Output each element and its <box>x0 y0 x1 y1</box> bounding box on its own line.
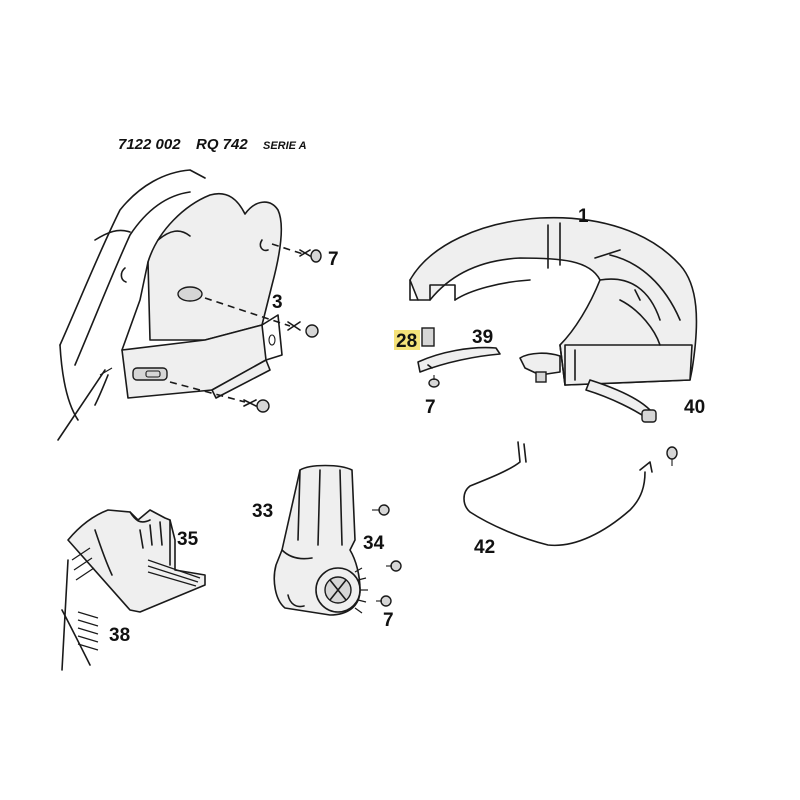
header-series: SERIE A <box>263 140 307 152</box>
callout-35: 35 <box>177 529 199 550</box>
screw-bottom <box>169 381 270 413</box>
callout-34: 34 <box>363 533 385 554</box>
callout-39: 39 <box>472 327 493 348</box>
guard-assembly <box>409 216 698 386</box>
lower-housing <box>61 509 206 671</box>
highlight-28 <box>394 330 420 350</box>
callout-7-mid: 7 <box>425 397 436 418</box>
gear-screws <box>372 504 402 607</box>
part-39-clip <box>417 346 501 388</box>
part-40-rail <box>585 379 657 423</box>
callout-28: 28 <box>396 331 417 352</box>
hinge-piece <box>519 352 561 383</box>
callout-33: 33 <box>252 501 273 522</box>
callout-1: 1 <box>578 206 589 227</box>
header-part-code: 7122 002 <box>118 136 181 153</box>
motor-housing-assembly <box>57 169 283 441</box>
callout-3: 3 <box>272 292 283 313</box>
callout-40: 40 <box>684 397 705 418</box>
callout-7-bottom: 7 <box>383 610 394 631</box>
part-28-block <box>421 327 435 347</box>
header-model: RQ 742 <box>196 136 248 153</box>
callout-7-top: 7 <box>328 249 339 270</box>
callout-42: 42 <box>474 537 495 558</box>
screw-mid <box>204 297 319 338</box>
screw-top <box>271 243 322 263</box>
callout-38: 38 <box>109 625 130 646</box>
gear-housing <box>273 464 368 616</box>
diagram-header: 7122 002 RQ 742 SERIE A <box>118 136 307 153</box>
callout-labels: 1 3 7 7 7 28 39 40 42 33 34 35 38 <box>109 206 705 646</box>
part-42-wire <box>463 441 678 547</box>
